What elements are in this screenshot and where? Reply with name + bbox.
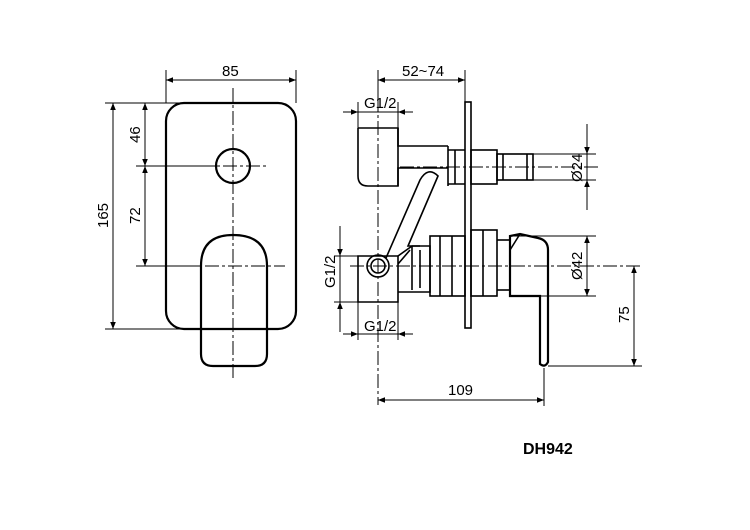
connector-pipe (385, 171, 439, 259)
front-view (105, 70, 298, 380)
front-width-label: 85 (222, 63, 239, 80)
top-elbow (357, 128, 448, 187)
side-view (334, 70, 642, 406)
side-thread-label: G1/2 (322, 255, 339, 288)
spindle-dia-label: Ø42 (569, 252, 586, 280)
lever-handle (199, 233, 269, 368)
length-label: 109 (448, 382, 473, 399)
front-46-label: 46 (127, 126, 144, 143)
model-number: DH942 (523, 441, 573, 458)
bottom-thread-label: G1/2 (364, 318, 397, 335)
faceplate-outline (164, 101, 298, 331)
handle-height-label: 75 (616, 306, 633, 323)
wall-plate (464, 101, 472, 329)
top-thread-label: G1/2 (364, 95, 397, 112)
side-depth-label: 52~74 (402, 63, 444, 80)
handle-side (508, 232, 550, 367)
pipe-dia-label: Ø24 (569, 154, 586, 182)
front-height-label: 165 (95, 203, 112, 228)
front-72-label: 72 (127, 207, 144, 224)
